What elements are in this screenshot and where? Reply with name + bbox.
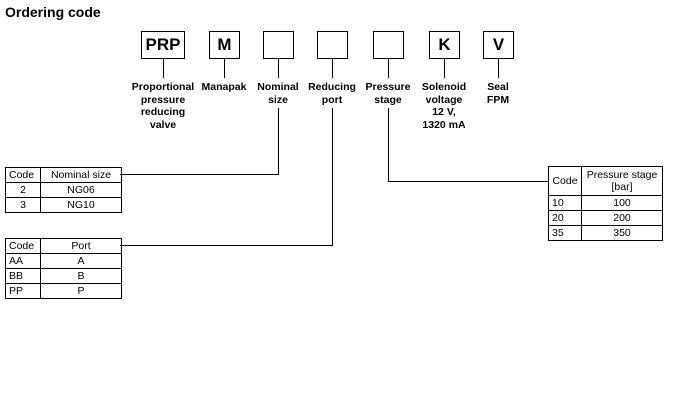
table-cell: NG10 — [40, 197, 122, 213]
connector-line — [120, 245, 333, 246]
table-header-cell: Nominal size — [40, 167, 122, 183]
table-header-row: Code Port — [5, 238, 122, 254]
tick-line — [444, 59, 445, 78]
page-title: Ordering code — [5, 4, 101, 20]
tick-line — [278, 59, 279, 78]
table-header-row: Code Nominal size — [5, 167, 122, 183]
table-row: PP P — [5, 283, 122, 299]
connector-line — [120, 174, 279, 175]
table-header-cell: Code — [548, 166, 582, 196]
code-box-k: K — [429, 31, 460, 59]
table-cell: PP — [5, 283, 41, 299]
tick-line — [332, 59, 333, 78]
nominal-size-table: Code Nominal size 2 NG06 3 NG10 — [5, 167, 122, 213]
table-header-cell: Pressure stage [bar] — [581, 166, 663, 196]
code-box-prp: PRP — [141, 31, 185, 59]
table-cell: 35 — [548, 225, 582, 241]
table-header-cell: Port — [40, 238, 122, 254]
tick-line — [163, 59, 164, 78]
segment-label-manapak: Manapak — [201, 81, 247, 93]
table-cell: P — [40, 283, 122, 299]
code-box-m: M — [209, 31, 240, 59]
table-cell: 3 — [5, 197, 41, 213]
table-row: 10 100 — [548, 195, 663, 211]
table-cell: 200 — [581, 210, 663, 226]
port-table: Code Port AA A BB B PP P — [5, 238, 122, 299]
table-cell: NG06 — [40, 182, 122, 198]
code-box-v: V — [483, 31, 514, 59]
table-header-cell: Code — [5, 167, 41, 183]
tick-line — [498, 59, 499, 78]
connector-line — [332, 108, 333, 246]
table-cell: AA — [5, 253, 41, 269]
connector-line — [388, 181, 548, 182]
table-row: 3 NG10 — [5, 197, 122, 213]
table-row: BB B — [5, 268, 122, 284]
table-cell: A — [40, 253, 122, 269]
table-header-cell: Code — [5, 238, 41, 254]
connector-line — [388, 108, 389, 182]
code-box-reducing-port — [317, 31, 348, 59]
code-box-nominal-size — [263, 31, 294, 59]
table-row: 35 350 — [548, 225, 663, 241]
pressure-stage-table: Code Pressure stage [bar] 10 100 20 200 … — [548, 166, 663, 241]
table-cell: B — [40, 268, 122, 284]
table-cell: 350 — [581, 225, 663, 241]
table-row: AA A — [5, 253, 122, 269]
table-header-row: Code Pressure stage [bar] — [548, 166, 663, 196]
table-cell: 10 — [548, 195, 582, 211]
table-row: 20 200 — [548, 210, 663, 226]
table-cell: 2 — [5, 182, 41, 198]
code-box-pressure-stage — [373, 31, 404, 59]
table-cell: 100 — [581, 195, 663, 211]
table-cell: BB — [5, 268, 41, 284]
connector-line — [278, 108, 279, 175]
tick-line — [224, 59, 225, 78]
tick-line — [388, 59, 389, 78]
table-row: 2 NG06 — [5, 182, 122, 198]
table-cell: 20 — [548, 210, 582, 226]
